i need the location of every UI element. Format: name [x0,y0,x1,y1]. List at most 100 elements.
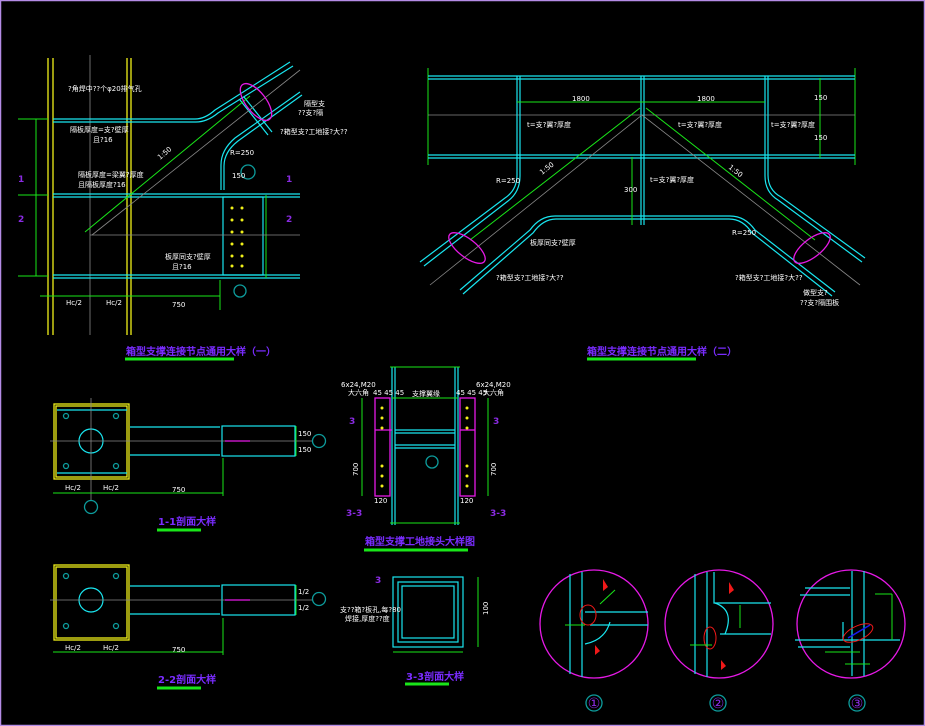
drawing-circle [240,264,244,268]
note: t=支?翼?厚度 [527,120,571,129]
dim-label: 100 [482,602,490,615]
drawing-circle [311,433,327,449]
dim-label: Hc/2 [103,484,119,492]
note: 且?16 [93,136,113,144]
drawing-rect [392,576,464,648]
dim-label: R=250 [496,177,520,185]
node-detail-1: ?角焊中??个φ20排气孔 隔板厚度=支?壁厚 且?16 隔板厚度=梁翼?厚度 … [18,55,348,361]
note: 大六角 [348,388,369,397]
drawing-g [380,406,469,488]
drawing-path [223,94,303,190]
drawing-circle [425,455,439,469]
drawing-rect [401,585,455,639]
section-3-3: 3 支??箱?板孔,每?80 焊接,厚度??度 100 3-3剖面大样 [340,576,490,686]
dim-label: 150 [298,446,311,454]
drawing-line [84,95,251,233]
drawing-line [239,99,269,136]
dim-label: 750 [172,646,185,654]
drawing-circle [465,464,469,468]
title-node2: 箱型支撑连接节点通用大样（二） [587,345,737,358]
drawing-circle [112,412,120,420]
drawing-circle [380,484,384,488]
drawing-circle [112,462,120,470]
drawing-circle [585,694,603,712]
drawing-rect [55,405,128,478]
detail-labels: ① ② ③ [585,694,866,712]
dim-label: Hc/2 [65,484,81,492]
note: ?箱型支?工地接?大?? [735,273,803,282]
drawing-circle [62,622,70,630]
dim-label: 1800 [697,95,715,103]
drawing-path [53,65,294,123]
dim-label: 700 [490,463,498,476]
drawing-circle [112,622,120,630]
title-node1: 箱型支撑连接节点通用大样（一） [126,345,276,358]
note: 大六角 [483,388,504,397]
note: t=支?翼?厚度 [678,120,722,129]
drawing-rect [222,196,264,276]
detail-1 [539,569,649,679]
dim-label: 120 [460,497,473,505]
section-1-1: Hc/2 Hc/2 750 150 150 1-1剖面大样 [50,398,327,532]
note: 支??箱?板孔,每?80 [340,605,401,614]
site-joint-detail: 6x24,M20 大六角 6x24,M20 大六角 支撑翼缘 700 700 1… [341,366,511,552]
drawing-circle [62,412,70,420]
detail-label-1: ① [588,696,601,712]
dim-label: Hc/2 [103,644,119,652]
drawing-line [645,107,816,241]
drawing-path [584,621,611,645]
drawing-circle [233,284,247,298]
drawing-line [599,589,616,605]
drawing-path [220,91,301,190]
drawing-circle [230,230,234,234]
note: ?箱型支?工地接?大?? [496,273,564,282]
note: 隔板厚度=梁翼?厚度 [78,170,144,179]
drawing-circle [240,218,244,222]
dim-label: 1800 [572,95,590,103]
drawing-ellipse [842,623,874,643]
note: 板厚同支?壁厚 [530,238,576,247]
note: ??支?隔 [298,108,323,117]
drawing-circle [230,264,234,268]
drawing-circle [230,254,234,258]
drawing-circle [380,464,384,468]
drawing-path [767,158,866,259]
section-mark: 1 [18,175,24,185]
note: 隔板厚度=支?壁厚 [70,125,129,134]
drawing-circle [240,254,244,258]
drawing-rect [459,397,476,497]
title-joint: 箱型支撑工地接头大样图 [365,535,475,548]
dim-label: 150 [814,134,827,142]
drawing-path [713,572,771,604]
drawing-path [53,61,291,120]
section-mark: 1 [286,175,292,185]
drawing-path [764,158,863,263]
node-detail-2: 1800 1800 1:50 1:50 R=250 R=250 150 150 … [419,68,866,361]
drawing-circle [230,218,234,222]
dim-label: Hc/2 [106,299,122,307]
drawing-circle [230,206,234,210]
drawing-line [429,114,643,286]
section-2-2: Hc/2 Hc/2 750 1/2 1/2 2-2剖面大样 [50,564,327,690]
drawing-ellipse [703,626,717,650]
dim-label: 150 [298,430,311,438]
section-mark: 2 [18,215,24,225]
drawing-circle [664,569,774,679]
dim-label: 700 [352,463,360,476]
section-mark: 2 [286,215,292,225]
dim-label: 120 [374,497,387,505]
drawing-path [595,645,600,655]
drawing-ellipse [793,232,831,264]
drawing-circle [112,572,120,580]
drawing-path [603,579,608,591]
drawing-circle [380,426,384,430]
drawing-circle [62,572,70,580]
dim-label: 750 [172,486,185,494]
note: 支撑翼缘 [412,389,440,398]
drawing-circle [539,569,649,679]
note: 板厚同支?壁厚 [165,252,211,261]
section-mark: 3-3 [346,509,362,519]
drawing-path [419,76,518,263]
title-section-3-3: 3-3剖面大样 [406,670,464,683]
